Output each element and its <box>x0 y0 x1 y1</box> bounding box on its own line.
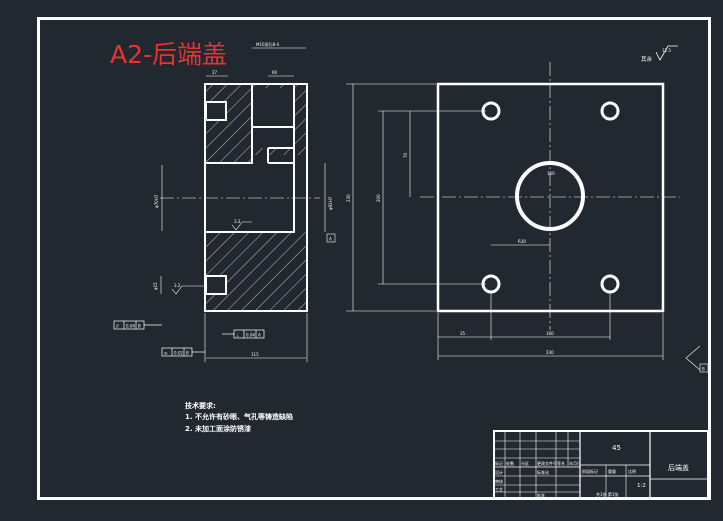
ra-bottom: 3.2 <box>174 283 181 288</box>
front-plate-outline <box>436 82 665 313</box>
tolerance-frame-concentric <box>161 347 205 357</box>
dim-front-w-total: 230 <box>546 350 554 355</box>
roughness-note: 其余 <box>641 55 653 63</box>
tb-col-3: 分区 <box>521 460 529 466</box>
tol-3-ref: B <box>186 351 189 356</box>
tech-req-item-2: 2. 未加工面涂防锈漆 <box>185 424 251 433</box>
dim-front-v1: 70 <box>403 152 408 158</box>
tb-row-designer: 设计 <box>495 469 503 475</box>
dim-front-h-outer: 200 <box>376 194 381 202</box>
ra-inner: 3.2 <box>234 219 241 224</box>
tol-3-value: 0.02 <box>174 351 183 356</box>
tech-req-item-1: 1. 不允许有砂眼、气孔等铸造缺陷 <box>185 412 293 421</box>
drawing-border <box>37 17 711 500</box>
tolerance-frame-perp <box>222 329 265 339</box>
tech-req-heading: 技术要求: <box>185 401 216 410</box>
datum-a-icon <box>326 233 336 243</box>
dim-bottom-width: 115 <box>251 352 259 357</box>
hatch-lower <box>206 232 306 310</box>
dim-front-h-inner: 160 <box>547 171 555 176</box>
tb-stage-3: 比例 <box>628 468 636 474</box>
tb-row-approve: 批准 <box>537 492 545 498</box>
tb-row-process: 工艺 <box>495 487 503 492</box>
tol-1-value: 0.04 <box>126 324 135 329</box>
dim-w27: 27 <box>212 70 218 75</box>
dim-front-w-mid: 160 <box>546 331 554 336</box>
roughness-value: 12.5 <box>662 48 671 53</box>
title-block <box>493 430 709 499</box>
center-bore <box>515 161 585 231</box>
tb-scale: 1:2 <box>637 483 646 489</box>
tb-material: 45 <box>612 444 621 452</box>
dim-front-w-left: 35 <box>460 331 466 336</box>
tb-col-6: 年月日 <box>569 460 581 466</box>
dim-small-hole: φ15 <box>153 282 158 290</box>
dim-w60: 60 <box>272 70 278 75</box>
tb-col-2: 处数 <box>506 460 514 466</box>
drawing-title: A2-后端盖 <box>110 40 227 69</box>
datum-b-label: B <box>702 367 705 372</box>
tol-2-ref: A <box>258 333 261 338</box>
datum-b-icon <box>685 345 709 373</box>
tb-col-5: 签名 <box>557 460 565 466</box>
dim-front-h-total: 230 <box>346 194 351 202</box>
bolt-hole-tr <box>600 101 620 121</box>
tb-stage-2: 重量 <box>608 468 616 474</box>
tolerance-frame-parallel <box>113 320 162 330</box>
roughness-bottom-icon <box>171 285 206 295</box>
section-view: M10深孔8-4 27 60 φ70H7 φ92H7 φ15 115 3.2 3… <box>153 41 336 362</box>
hatch-upper-left <box>206 85 252 163</box>
roughness-symbol-icon <box>655 45 678 61</box>
dim-bore-left: φ70H7 <box>154 194 159 208</box>
tb-row-std: 标准化 <box>537 469 549 475</box>
dim-front-r: R30 <box>518 239 526 244</box>
tol-1-sym: // <box>116 324 119 329</box>
tol-2-value: 0.04 <box>246 333 255 338</box>
tb-sheet: 共1张 第1张 <box>596 491 618 497</box>
dim-top-callout: M10深孔8-4 <box>256 41 280 47</box>
tb-col-1: 标记 <box>495 460 503 466</box>
tb-part-name: 后端盖 <box>668 463 689 472</box>
datum-a-label: A <box>329 237 332 242</box>
tb-row-audit: 审核 <box>495 478 503 484</box>
front-view: 230 200 70 R30 35 160 230 160 <box>346 62 680 360</box>
tb-stage-1: 阶段标记 <box>582 468 598 474</box>
dim-bore-right: φ92H7 <box>328 196 333 210</box>
roughness-inner-icon <box>231 221 252 231</box>
tol-2-sym: ⊥ <box>236 333 240 338</box>
tb-col-4: 更改文件号 <box>537 460 557 466</box>
tol-1-ref: B <box>138 324 141 329</box>
tol-3-sym: ◎ <box>164 351 168 356</box>
